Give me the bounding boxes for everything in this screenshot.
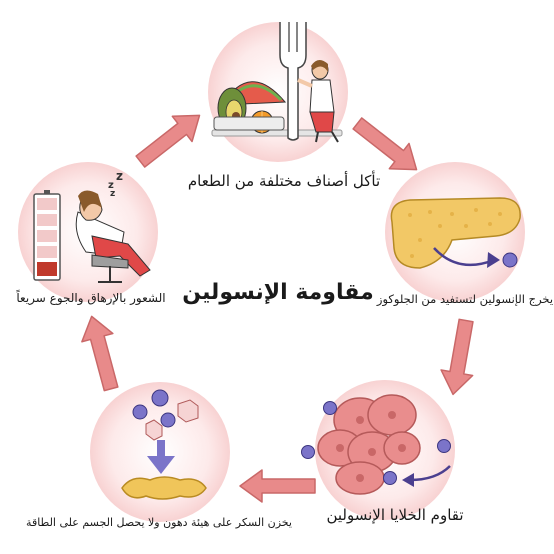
step-label-cells-resist: تقاوم الخلايا الإنسولين [326,506,464,524]
sleep-z-icon: z z z [108,169,123,199]
pancreas-icon [390,197,521,269]
svg-text:z: z [110,189,115,199]
cell-cluster-illustration [301,394,451,495]
step-label-fatigue: الشعور بالإرهاق والجوع سريعاً [16,291,166,305]
tired-illustration: z z z [33,169,151,283]
step-label-insulin: يخرج الإنسولين لتستفيد من الجلوكوز [376,292,554,306]
sugar-cube-icon [132,389,199,441]
eating-illustration [211,22,343,143]
arrow-fat-to-tired [81,315,119,392]
fruit-bowl-icon [213,81,287,134]
step-label-eating: تأكل أصناف مختلفة من الطعام [187,172,381,190]
sleeping-person-icon [75,190,151,283]
pancreas-illustration [390,197,521,269]
arrow-cells-to-fat [239,469,316,503]
fat-storage-illustration [121,389,207,500]
fat-deposit-icon [121,476,207,500]
arrow-pancreas-to-cells [440,318,474,396]
low-battery-icon [33,190,61,281]
arrow-tired-to-eating [135,114,201,168]
svg-text:z: z [116,169,123,183]
person-eating-icon [297,59,339,143]
arrow-eating-to-pancreas [352,117,418,171]
cycle-arrows [81,114,474,503]
diagram-title: مقاومة الإنسولين [182,280,374,305]
fork-icon [279,22,307,141]
down-arrow-icon [147,456,175,474]
glucose-molecule-icon [502,252,518,268]
svg-text:z: z [108,180,114,191]
step-label-fat-storage: يخزن السكر على هيئة دهون ولا يحصل الجسم … [26,516,292,529]
